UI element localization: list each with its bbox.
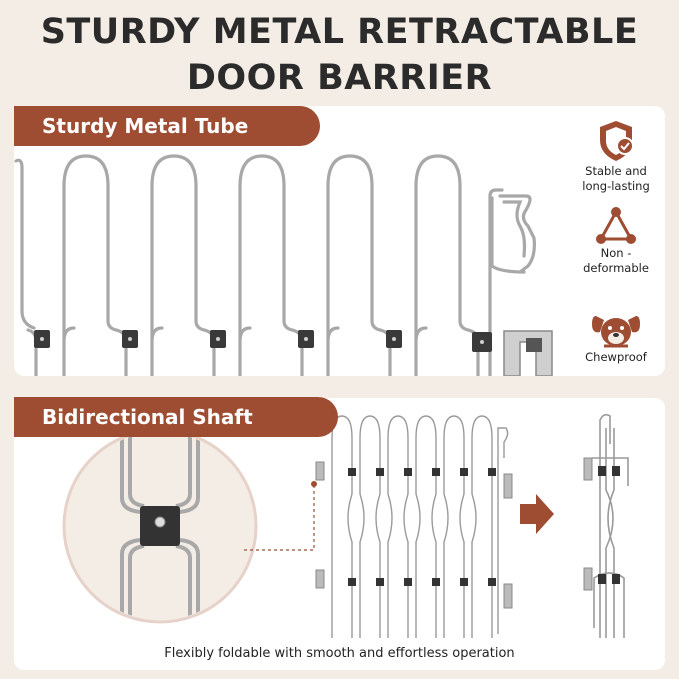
metal-tube-illustration — [14, 154, 553, 376]
feature-stable-line1: Stable and — [585, 164, 647, 178]
dog-face-icon — [592, 316, 640, 348]
bidirectional-shaft-card — [14, 398, 665, 670]
feature-stable: Stable and long-lasting — [575, 118, 657, 194]
feature-non-deformable-line1: Non - — [600, 246, 632, 260]
section-label-bidirectional-shaft: Bidirectional Shaft — [14, 397, 338, 437]
page-title-line2: DOOR BARRIER — [186, 58, 493, 98]
caption: Flexibly foldable with smooth and effort… — [164, 646, 515, 661]
feature-stable-line2: long-lasting — [582, 179, 650, 193]
feature-non-deformable-line2: deformable — [583, 261, 649, 275]
shield-check-icon — [600, 121, 634, 161]
section-label-metal-tube: Sturdy Metal Tube — [14, 106, 320, 146]
feature-non-deformable: Non - deformable — [575, 206, 657, 276]
page-title-line1: STURDY METAL RETRACTABLE — [40, 12, 639, 52]
metal-tube-card — [14, 106, 665, 376]
triangle-nodes-icon — [596, 207, 636, 244]
feature-chewproof: Chewproof — [575, 312, 657, 365]
feature-chewproof-line1: Chewproof — [585, 350, 647, 364]
bidirectional-shaft-illustration — [62, 413, 629, 638]
